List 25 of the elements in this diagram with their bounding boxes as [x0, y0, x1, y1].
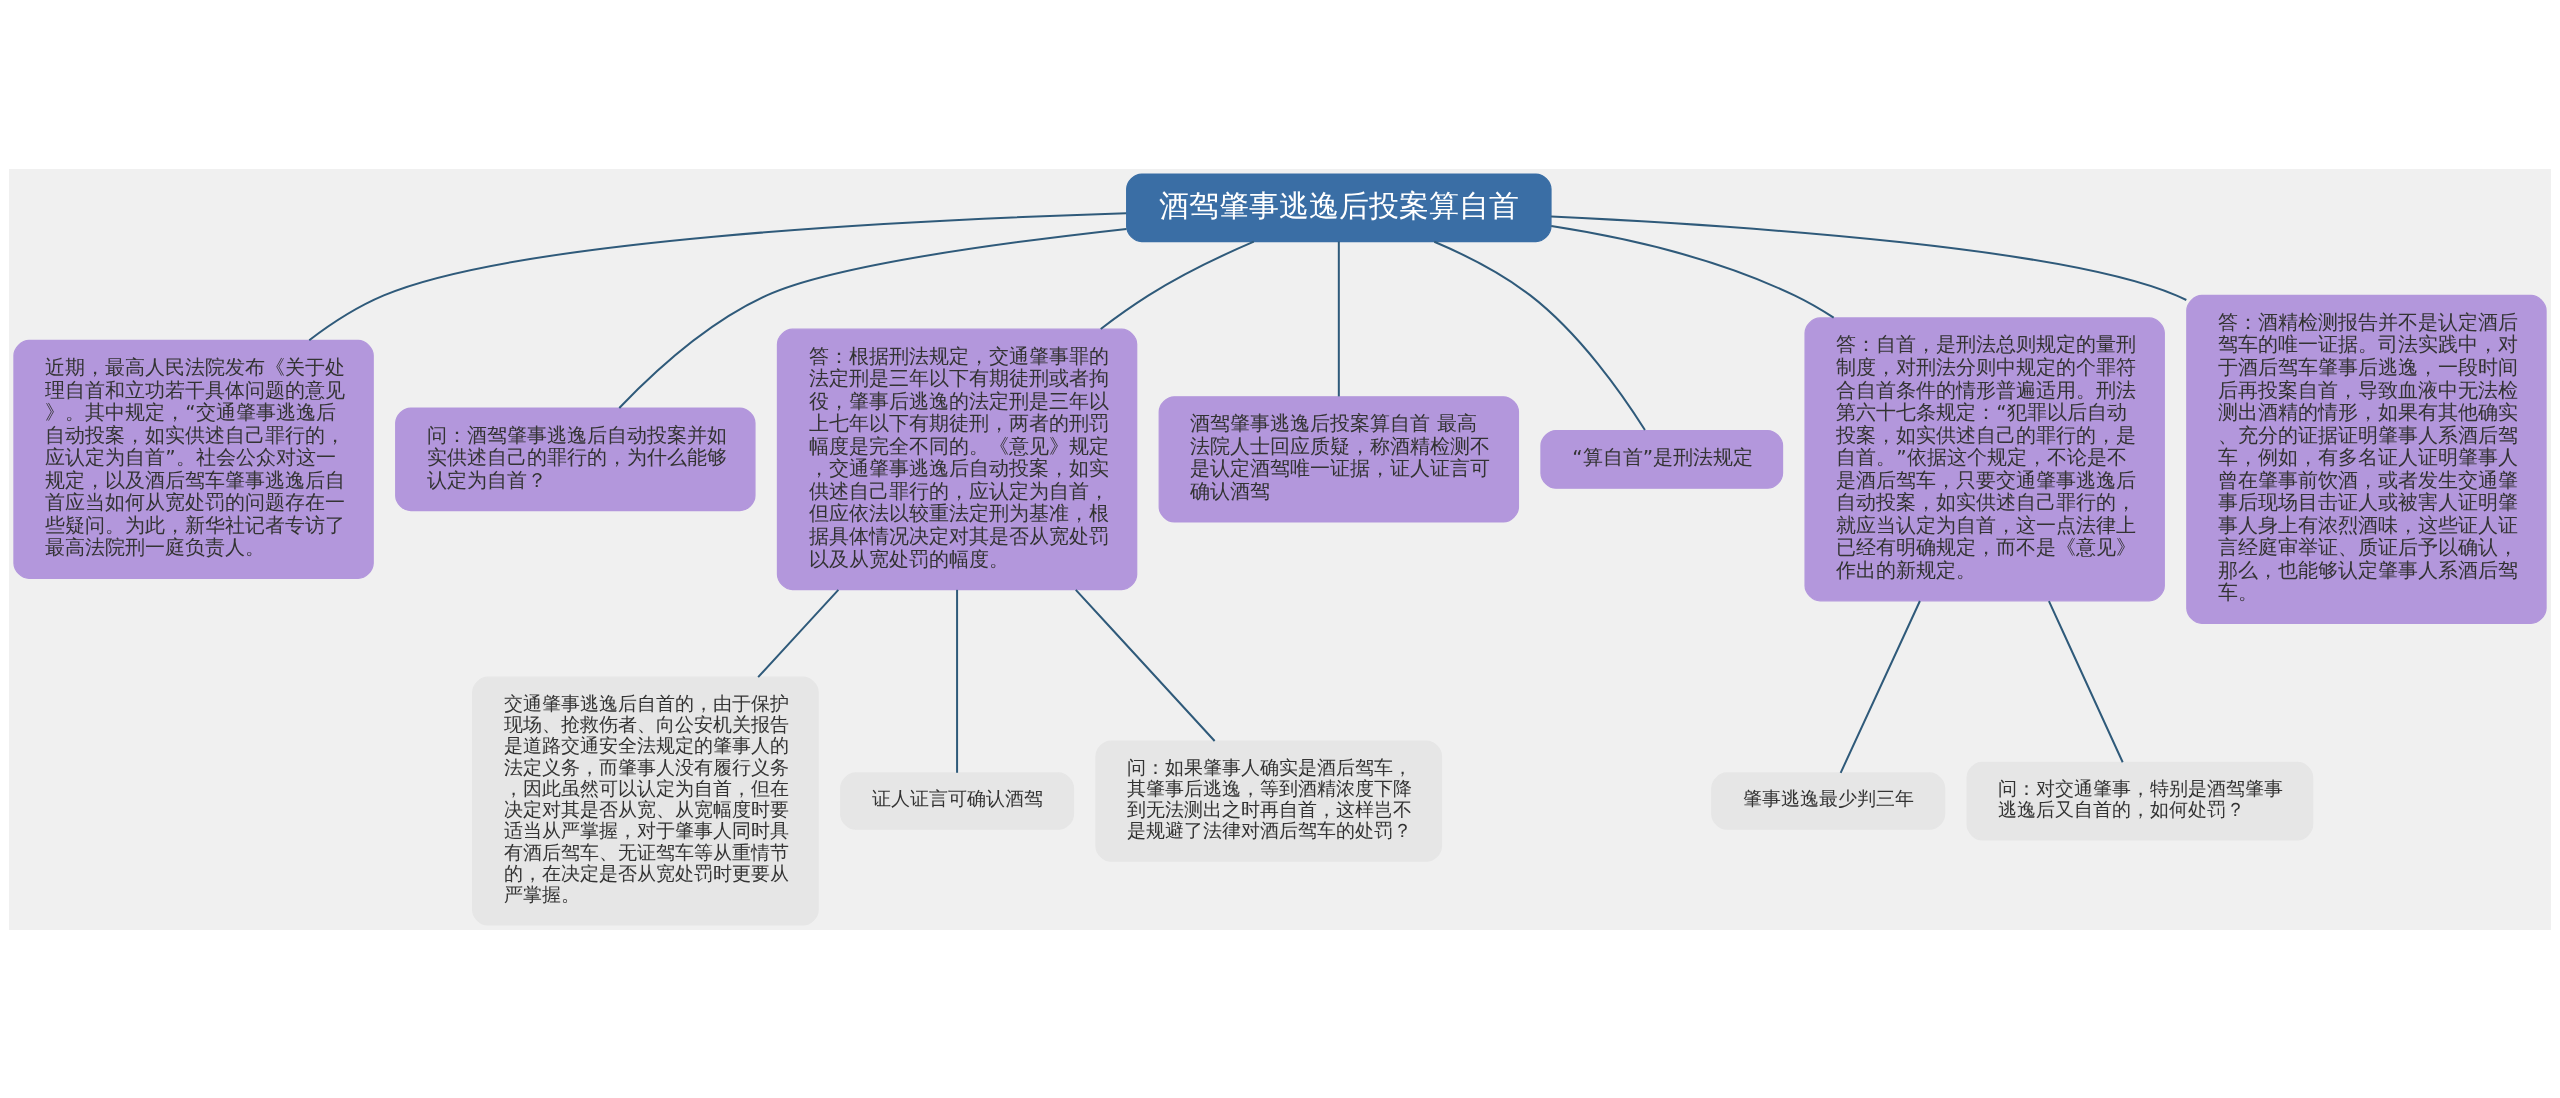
node-box: 交通肇事逃逸后自首的，由于保护现场、抢救伤者、向公安机关报告是道路交通安全法规定的肇事人的法定义务，而肇事人没有履行义务，因此虽然可以认定为自首，但在决定对其是否从宽、从宽幅度时要适当从严掌握，对于肇事人同时具有酒后驾车、无证驾车等从重情节的，在决定是否从宽处罚时更要从严掌握。 [472, 676, 819, 926]
node-box: 答：酒精检测报告并不是认定酒后驾车的唯一证据。司法实践中，对于酒后驾车肇事后逃逸，一段时间后再投案自首，导致血液中无法检测出酒精的情形，如果有其他确实、充分的证据证明肇事人系酒后驾车，例如，有多名证人证明肇事人曾在肇事前饮酒，或者发生交通肇事后现场目击证人或被害人证明肇事人身上有浓烈酒味，这些证人证言经庭审举证、质证后予以确认，那么，也能够认定肇事人系酒后驾车。 [2186, 294, 2547, 624]
node-box: 问：对交通肇事，特别是酒驾肇事逃逸后又自首的，如何处罚？ [1966, 761, 2314, 840]
connector [2047, 599, 2124, 763]
connector [618, 227, 1128, 409]
connector [1433, 240, 1646, 431]
node-box: 答：自首，是刑法总则规定的量刑制度，对刑法分则中规定的个罪符合自首条件的情形普遍适用。刑法第六十七条规定：“犯罪以后自动投案，如实供述自己的罪行的，是自首。”依据这个规定，不论是不是酒后驾车，只要交通肇事逃逸后自动投案，如实供述自己罪行的，就应当认定为自首，这一点法律上已经有明确规定，而不是《意见》作出的新规定。 [1804, 316, 2165, 601]
node-box: 酒驾肇事逃逸后投案算自首 [1126, 172, 1552, 242]
node-box: 肇事逃逸最少判三年 [1711, 771, 1946, 830]
connector [1337, 240, 1340, 397]
node-box: 酒驾肇事逃逸后投案算自首 最高法院人士回应质疑，称酒精检测不是认定酒驾唯一证据，证人证言可确认酒驾 [1158, 395, 1520, 523]
node-box: 答：根据刑法规定，交通肇事罪的法定刑是三年以下有期徒刑或者拘役，肇事后逃逸的法定刑是三年以上七年以下有期徒刑，两者的刑罚幅度是完全不同的。《意见》规定，交通肇事逃逸后自动投案，如实供述自己罪行的，应认定为自首，但应依法以较重法定刑为基准，根据具体情况决定对其是否从宽处罚以及从宽处罚的幅度。 [776, 328, 1138, 590]
node-box: 近期，最高人民法院发布《关于处理自首和立功若干具体问题的意见》。其中规定，“交通肇事逃逸后自动投案，如实供述自己罪行的，应认定为自首”。社会公众对这一规定，以及酒后驾车肇事逃逸后自首应当如何从宽处罚的问题存在一些疑问。为此，新华社记者专访了最高法院刑一庭负责人。 [13, 339, 374, 579]
node-box: 证人证言可确认酒驾 [840, 771, 1075, 830]
connector [1550, 224, 1835, 319]
connector [1550, 215, 2188, 301]
node-box: 问：酒驾肇事逃逸后自动投案并如实供述自己的罪行的，为什么能够认定为自首？ [395, 406, 756, 511]
node-box: “算自首”是刑法规定 [1540, 429, 1784, 489]
connector [956, 588, 959, 774]
connector [1839, 599, 1921, 774]
connector [308, 211, 1128, 341]
connector [1099, 240, 1255, 330]
node-box: 问：如果肇事人确实是酒后驾车，其肇事后逃逸，等到酒精浓度下降到无法测出之时再自首，这样岂不是规避了法律对酒后驾车的处罚？ [1095, 739, 1443, 862]
connector [757, 588, 840, 678]
connector [1074, 588, 1216, 742]
